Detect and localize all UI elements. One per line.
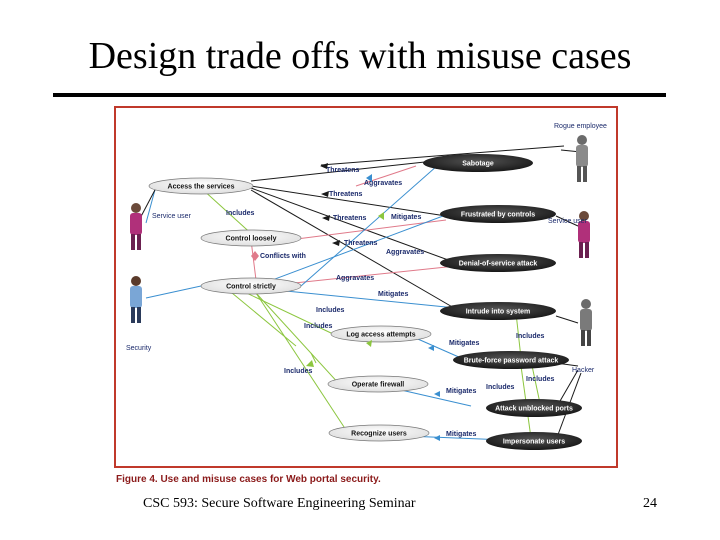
- svg-text:Includes: Includes: [486, 384, 515, 391]
- svg-text:Operate firewall: Operate firewall: [352, 382, 405, 389]
- svg-text:Mitigates: Mitigates: [446, 431, 476, 438]
- figure-caption: Figure 4. Use and misuse cases for Web p…: [116, 474, 381, 485]
- svg-text:Mitigates: Mitigates: [391, 214, 421, 221]
- use-case-control-strictly: Control strictly: [200, 277, 302, 295]
- svg-text:Sabotage: Sabotage: [462, 161, 494, 168]
- svg-text:Threatens: Threatens: [329, 191, 363, 198]
- svg-text:Intrude into system: Intrude into system: [466, 309, 531, 316]
- svg-text:Includes: Includes: [284, 368, 313, 375]
- slide-footer: CSC 593: Secure Software Engineering Sem…: [143, 496, 416, 511]
- actor-service-user-left: Service user: [130, 203, 192, 250]
- use-case-log-access: Log access attempts: [330, 325, 432, 343]
- svg-text:Recognize users: Recognize users: [351, 431, 407, 438]
- svg-text:Threatens: Threatens: [333, 215, 367, 222]
- svg-text:Threatens: Threatens: [326, 167, 360, 174]
- misuse-case-impersonate: Impersonate users: [486, 432, 582, 450]
- svg-text:Frustrated by controls: Frustrated by controls: [461, 212, 535, 219]
- svg-text:Attack unblocked ports: Attack unblocked ports: [495, 406, 573, 413]
- svg-text:Access the services: Access the services: [168, 184, 235, 191]
- svg-text:Mitigates: Mitigates: [449, 340, 479, 347]
- diagram-canvas: Access the services Control loosely Cont…: [126, 123, 607, 450]
- svg-text:Includes: Includes: [316, 307, 345, 314]
- svg-text:Conflicts with: Conflicts with: [260, 253, 306, 260]
- svg-text:Threatens: Threatens: [344, 240, 378, 247]
- use-case-access: Access the services: [148, 177, 254, 195]
- use-case-operate-firewall: Operate firewall: [327, 375, 429, 393]
- svg-text:Log access attempts: Log access attempts: [346, 332, 415, 339]
- svg-text:Mitigates: Mitigates: [378, 291, 408, 298]
- title-divider: [53, 93, 666, 97]
- svg-text:Service user: Service user: [152, 213, 192, 220]
- svg-text:Impersonate users: Impersonate users: [503, 439, 565, 446]
- misuse-case-attack-ports: Attack unblocked ports: [486, 399, 582, 417]
- svg-text:Mitigates: Mitigates: [446, 388, 476, 395]
- svg-text:Includes: Includes: [226, 210, 255, 217]
- svg-text:Hacker: Hacker: [572, 367, 595, 374]
- use-misuse-diagram: Access the services Control loosely Cont…: [114, 106, 618, 468]
- arrowheads: [251, 163, 440, 441]
- svg-text:Control strictly: Control strictly: [226, 284, 276, 291]
- misuse-case-frustrated: Frustrated by controls: [440, 205, 556, 223]
- svg-text:Includes: Includes: [516, 333, 545, 340]
- svg-text:Rogue employee: Rogue employee: [554, 123, 607, 130]
- slide-title: Design trade offs with misuse cases: [88, 35, 632, 77]
- svg-text:Denial-of-service attack: Denial-of-service attack: [459, 261, 538, 268]
- relation-labels: Threatens Threatens Threatens Threatens …: [226, 167, 555, 438]
- misuse-case-sabotage: Sabotage: [423, 154, 533, 172]
- svg-text:Control loosely: Control loosely: [226, 236, 277, 243]
- svg-text:Includes: Includes: [526, 376, 555, 383]
- misuse-case-intrude: Intrude into system: [440, 302, 556, 320]
- svg-text:Aggravates: Aggravates: [386, 249, 424, 256]
- actor-security: Security: [126, 276, 152, 352]
- svg-text:Security: Security: [126, 345, 152, 352]
- use-case-control-loosely: Control loosely: [200, 229, 302, 247]
- svg-text:Includes: Includes: [304, 323, 333, 330]
- page-number: 24: [643, 496, 657, 511]
- actor-service-user-right: Service user: [548, 211, 590, 258]
- svg-text:Aggravates: Aggravates: [336, 275, 374, 282]
- misuse-case-brute-force: Brute-force password attack: [453, 351, 569, 369]
- svg-text:Service user: Service user: [548, 218, 588, 225]
- svg-text:Aggravates: Aggravates: [364, 180, 402, 187]
- svg-text:Brute-force password attack: Brute-force password attack: [464, 358, 559, 365]
- misuse-case-dos: Denial-of-service attack: [440, 254, 556, 272]
- actor-hacker: Hacker: [572, 299, 595, 374]
- actor-rogue-employee: Rogue employee: [554, 123, 607, 182]
- use-case-recognize-users: Recognize users: [328, 424, 430, 442]
